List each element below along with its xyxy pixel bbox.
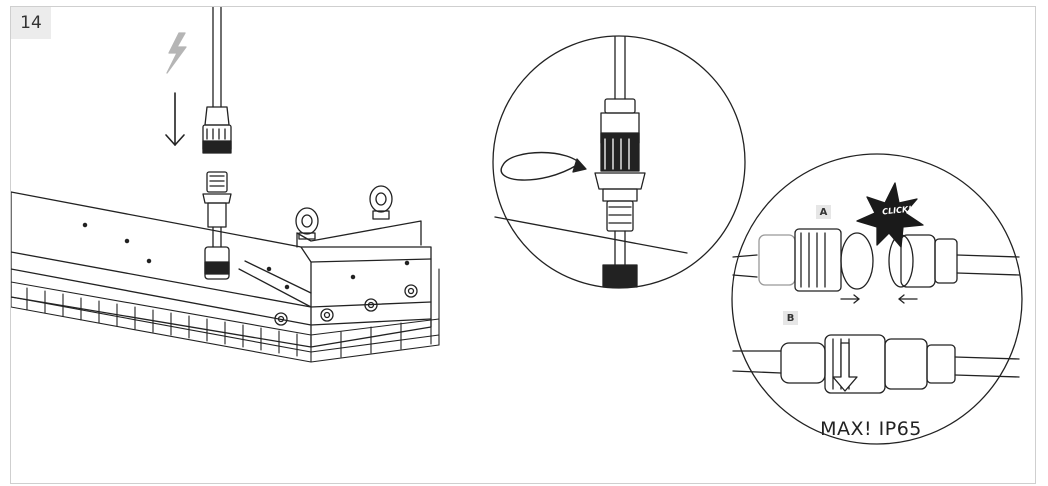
detail-label-b: B: [783, 311, 798, 325]
detail-label-a: A: [816, 205, 831, 219]
zoom-detail-click-connect: [731, 153, 1023, 445]
power-cable: [202, 7, 232, 154]
click-burst-icon: [856, 182, 924, 248]
lightning-bolt-icon: [166, 32, 187, 74]
rotate-arrow-icon: [500, 151, 584, 181]
wire-guard-grille: [11, 268, 440, 363]
ip-rating-label: MAX! IP65: [820, 418, 922, 440]
instruction-step-panel: 14: [10, 6, 1036, 484]
arrow-down-icon: [832, 342, 858, 392]
zoom-detail-tightening: [492, 35, 746, 289]
arrow-left-icon: [898, 294, 918, 304]
cable-gland-connector: [202, 171, 232, 280]
installation-illustration: [11, 7, 1023, 445]
step-number: 14: [11, 7, 51, 39]
arrow-down-icon: [165, 92, 185, 146]
arrow-right-icon: [840, 294, 860, 304]
